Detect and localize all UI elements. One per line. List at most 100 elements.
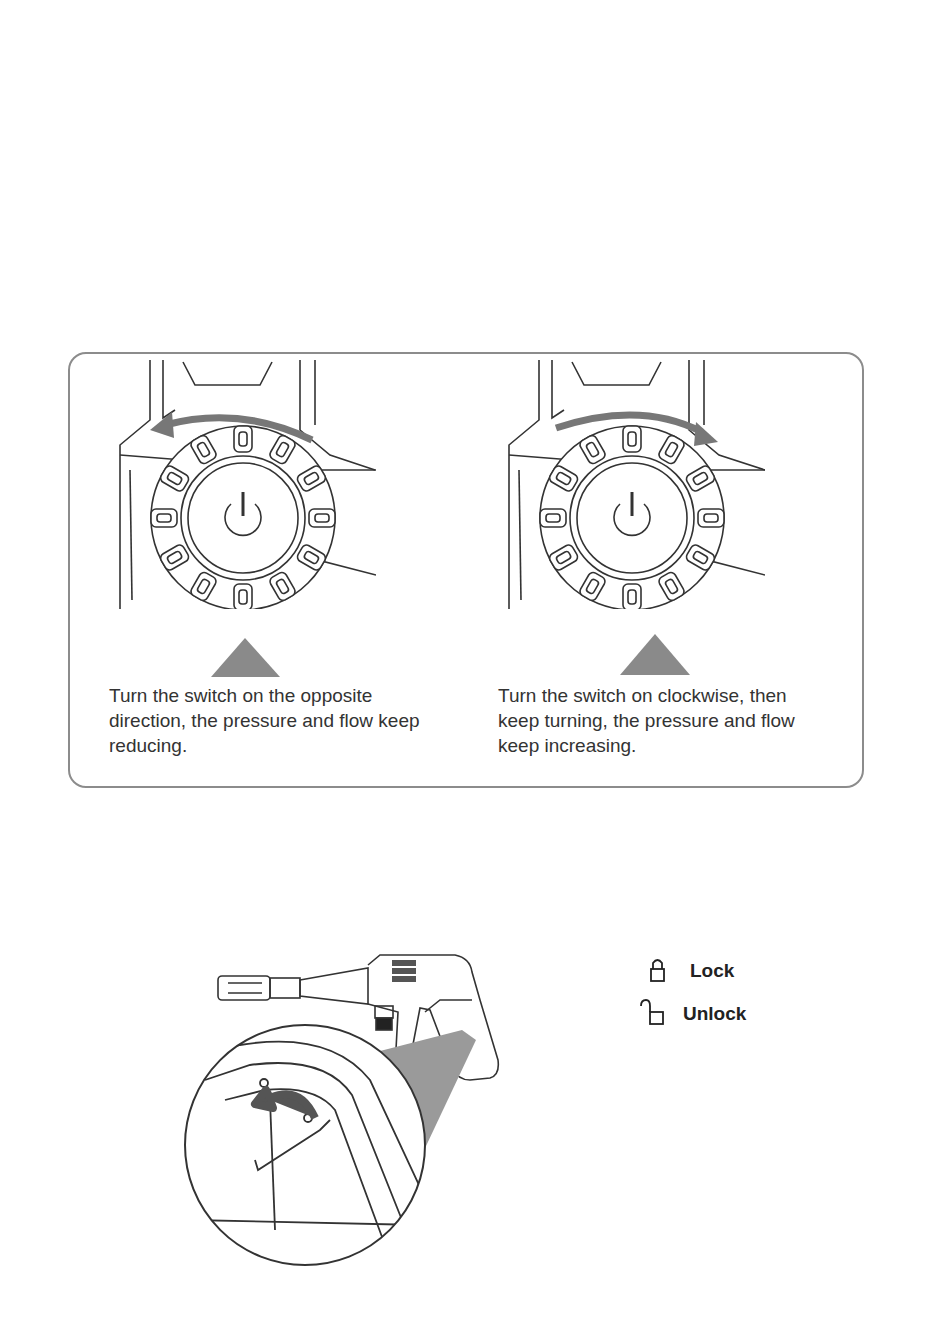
rotation-arrow	[150, 412, 174, 438]
dial-knob	[159, 543, 191, 572]
dial-knob	[548, 543, 580, 572]
dial-knob	[151, 509, 177, 527]
dial-knob	[692, 551, 708, 565]
spray-gun	[375, 1006, 393, 1018]
dial-knob	[685, 464, 717, 493]
dial-knob	[268, 434, 297, 466]
dial-knob	[628, 590, 636, 604]
dial-knob	[657, 434, 686, 466]
dial-knob	[578, 571, 607, 603]
spray-gun	[218, 976, 270, 1000]
inset-detail	[190, 1220, 420, 1225]
dial-knob	[623, 426, 641, 452]
dial-knob	[276, 442, 290, 458]
spray-gun	[392, 960, 416, 966]
housing-drawing	[314, 360, 316, 425]
dial-knob	[303, 472, 319, 486]
dial-knob	[268, 571, 297, 603]
housing-drawing	[552, 360, 564, 418]
dial-knob	[189, 571, 218, 603]
dial-knob	[628, 432, 636, 446]
lock-icons	[641, 1000, 650, 1012]
dial-knob	[540, 509, 566, 527]
dial-knob	[570, 456, 694, 580]
dial-knob	[181, 456, 305, 580]
rotation-arrow	[694, 422, 718, 446]
dial-knob	[665, 578, 679, 594]
lock-icons	[641, 960, 664, 1024]
dial-knob	[296, 543, 328, 572]
housing-drawing	[519, 470, 521, 600]
dial-knob	[157, 514, 171, 522]
dial-knob	[197, 578, 211, 594]
housing-drawing	[151, 426, 335, 609]
dial-knob	[239, 432, 247, 446]
dial-knob	[556, 472, 572, 486]
dial-knob	[685, 543, 717, 572]
spray-gun	[376, 1018, 392, 1030]
caption-text: Turn the switch on the opposite directio…	[109, 683, 439, 758]
dial-knob	[296, 464, 328, 493]
dial-knob	[631, 492, 634, 516]
dial-knob	[657, 571, 686, 603]
spray-gun	[270, 978, 300, 998]
dial-knob	[239, 590, 247, 604]
spray-gun	[300, 968, 368, 1004]
rotation-arrow	[165, 418, 312, 440]
lock-icons	[651, 969, 664, 981]
rotation-arrow	[150, 412, 718, 446]
inset-detail	[190, 1042, 440, 1230]
spray-gun	[425, 1000, 472, 1012]
inset-detail	[260, 1079, 268, 1087]
dial-knob	[704, 514, 718, 522]
housing-drawing	[540, 426, 724, 609]
dial-knob	[586, 578, 600, 594]
inset-detail	[255, 1120, 330, 1170]
dial-knob	[548, 464, 580, 493]
housing-drawing	[183, 362, 272, 385]
spray-gun	[228, 983, 262, 993]
housing-drawing	[509, 360, 539, 609]
housing-drawing	[120, 360, 150, 609]
dial-knob	[698, 509, 724, 527]
dial-knob	[578, 434, 607, 466]
inset-detail	[270, 1100, 275, 1230]
housing-drawing	[120, 360, 376, 609]
legend-text: Lock	[690, 960, 734, 982]
housing-drawing	[509, 360, 765, 609]
inset-detail	[190, 1042, 440, 1245]
pointer-triangle	[620, 634, 690, 675]
housing-drawing	[689, 360, 765, 470]
dial-knob	[197, 442, 211, 458]
housing-drawing	[130, 470, 132, 600]
rotation-arrow	[556, 415, 702, 432]
dial-knob	[276, 578, 290, 594]
pointer-triangle	[211, 638, 280, 677]
lock-icons	[650, 1012, 663, 1024]
pointer-triangle	[211, 634, 690, 677]
dial-knob	[234, 426, 252, 452]
dial-knob	[242, 492, 245, 516]
housing-drawing	[572, 362, 661, 385]
lock-icons	[653, 960, 662, 969]
unlock-arrow	[255, 1090, 315, 1118]
caption-text: Turn the switch on clockwise, then keep …	[498, 683, 828, 758]
dial-knob	[188, 463, 298, 573]
dial-knob	[189, 434, 218, 466]
spray-gun	[392, 968, 416, 974]
dial-knob	[623, 584, 641, 609]
housing-drawing	[703, 360, 705, 425]
dial-knob	[577, 463, 687, 573]
dial-knob	[151, 426, 335, 609]
dial-knob	[303, 551, 319, 565]
dial-knob	[167, 551, 183, 565]
dial-knob	[309, 509, 335, 527]
housing-drawing	[300, 360, 375, 470]
dial-knob	[167, 472, 183, 486]
dial-knob	[586, 442, 600, 458]
zoom-inset	[185, 1025, 425, 1265]
instruction-panel: Turn the switch on the opposite directio…	[68, 352, 864, 788]
dial-knob	[546, 514, 560, 522]
dial-knob	[159, 464, 191, 493]
